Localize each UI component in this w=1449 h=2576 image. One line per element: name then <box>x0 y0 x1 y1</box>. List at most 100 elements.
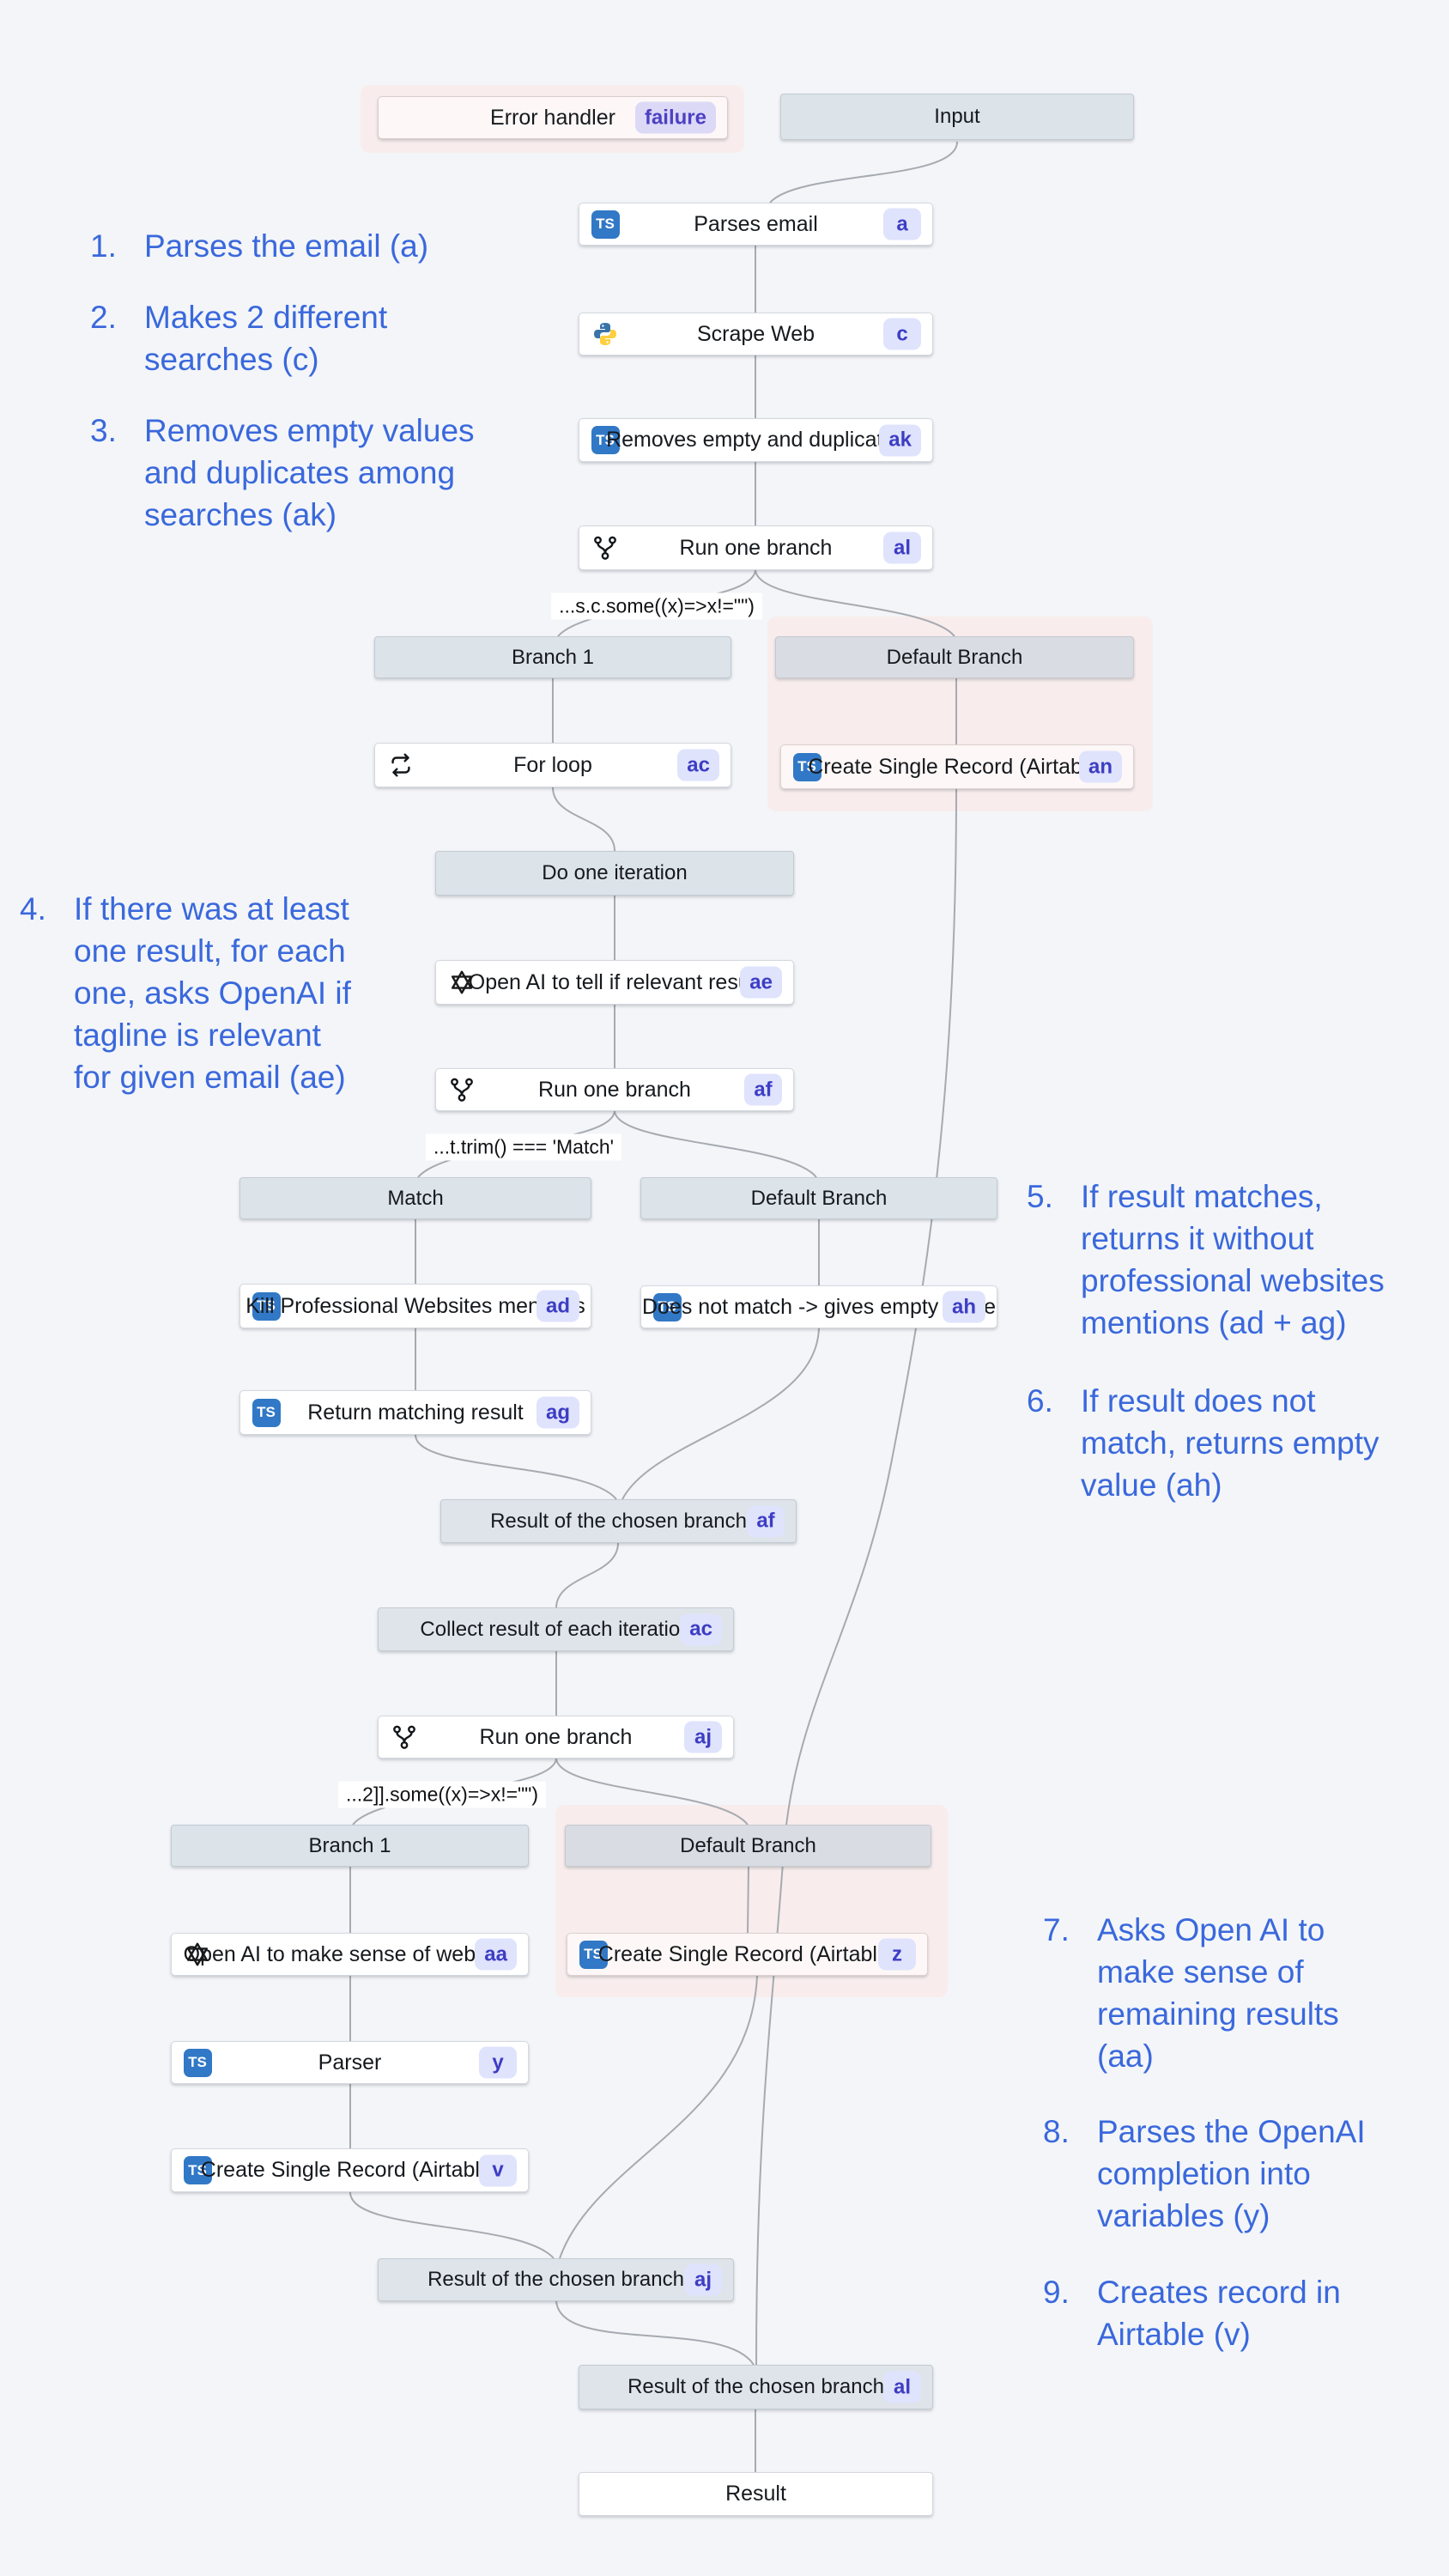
default-branch-3[interactable]: Default Branch <box>565 1825 931 1867</box>
parser-y-badge: y <box>479 2046 517 2079</box>
openai-relevant-result-badge: ae <box>740 966 782 999</box>
edge <box>555 1542 619 1608</box>
annotation-number: 2. <box>90 300 117 335</box>
for-loop-label: For loop <box>513 752 592 777</box>
edge <box>559 1975 758 2259</box>
branch-1[interactable]: Branch 1 <box>374 636 731 678</box>
result-chosen-branch-aj-badge: aj <box>684 2263 722 2296</box>
openai-icon <box>447 968 476 997</box>
match-label: Match <box>387 1186 444 1210</box>
scrape-web-badge: c <box>883 318 921 350</box>
kill-professional-websites-mentions-badge: ad <box>536 1290 579 1322</box>
edge <box>747 1866 749 1934</box>
annotation-1: 1.Parses the email (a) <box>90 225 428 267</box>
edge <box>755 788 957 2366</box>
edge <box>755 569 955 637</box>
create-single-record-v-label: Create Single Record (Airtable) <box>200 2158 500 2182</box>
run-one-branch-af-badge: af <box>744 1073 782 1106</box>
create-single-record-z-label: Create Single Record (Airtable) <box>597 1941 897 1966</box>
annotation-text: Parses the email (a) <box>144 228 429 264</box>
annotation-number: 5. <box>1027 1179 1053 1214</box>
typescript-icon: TS <box>591 426 620 455</box>
result-chosen-branch-al-label: Result of the chosen branch <box>627 2375 884 2398</box>
scrape-web[interactable]: Scrape Web c <box>579 313 933 355</box>
branch-1-label: Branch 1 <box>511 645 595 669</box>
openai-make-sense-web-info-label: Open AI to make sense of web info <box>183 1941 517 1966</box>
do-one-iteration[interactable]: Do one iteration <box>435 851 794 896</box>
annotation-number: 8. <box>1043 2114 1070 2149</box>
scrape-web-label: Scrape Web <box>696 321 815 346</box>
create-single-record-an-badge: an <box>1078 750 1122 783</box>
default-branch-1[interactable]: Default Branch <box>775 636 1134 678</box>
typescript-icon: TS <box>252 1398 281 1427</box>
branch-1b-label: Branch 1 <box>308 1833 391 1857</box>
do-one-iteration-label: Do one iteration <box>542 861 688 884</box>
result-chosen-branch-aj-label: Result of the chosen branch <box>427 2268 684 2291</box>
annotation-number: 3. <box>90 413 117 448</box>
python-icon <box>591 319 620 349</box>
does-not-match-gives-empty-value-label: Does not match -> gives empty value <box>642 1294 996 1319</box>
match[interactable]: Match <box>239 1177 591 1219</box>
edge <box>621 1327 820 1500</box>
run-one-branch-aj[interactable]: Run one branch aj <box>378 1716 734 1759</box>
default-branch-2[interactable]: Default Branch <box>640 1177 997 1219</box>
branch-1b[interactable]: Branch 1 <box>171 1825 529 1867</box>
input[interactable]: Input <box>780 94 1134 140</box>
default-branch-3-label: Default Branch <box>680 1833 816 1857</box>
return-matching-result[interactable]: TS Return matching result ag <box>239 1390 591 1435</box>
result[interactable]: Result <box>579 2472 933 2516</box>
condition-af: ...t.trim() === 'Match' <box>425 1133 622 1161</box>
condition-al: ...s.c.some((x)=>x!="") <box>551 592 762 620</box>
input-label: Input <box>934 105 980 128</box>
removes-empty-and-duplicates-label: Removes empty and duplicates <box>606 428 906 452</box>
typescript-icon: TS <box>252 1291 281 1321</box>
edge <box>415 1434 617 1500</box>
does-not-match-gives-empty-value-badge: ah <box>942 1291 985 1323</box>
openai-icon <box>183 1940 212 1969</box>
parser-y-label: Parser <box>318 2050 382 2075</box>
result-chosen-branch-al-badge: al <box>883 2371 921 2403</box>
error-handler-badge: failure <box>634 101 716 134</box>
typescript-icon: TS <box>591 210 620 239</box>
result-chosen-branch-af-badge: af <box>747 1505 785 1537</box>
return-matching-result-label: Return matching result <box>307 1400 524 1425</box>
create-single-record-v-badge: v <box>479 2154 517 2186</box>
return-matching-result-badge: ag <box>536 1396 579 1429</box>
run-one-branch-aj-label: Run one branch <box>479 1724 633 1749</box>
typescript-icon: TS <box>183 2156 212 2185</box>
result-label: Result <box>725 2482 786 2506</box>
run-one-branch-aj-badge: aj <box>684 1721 722 1753</box>
collect-result-each-iteration-label: Collect result of each iteration <box>420 1617 692 1641</box>
annotation-number: 7. <box>1043 1912 1070 1947</box>
edge <box>614 1110 817 1178</box>
